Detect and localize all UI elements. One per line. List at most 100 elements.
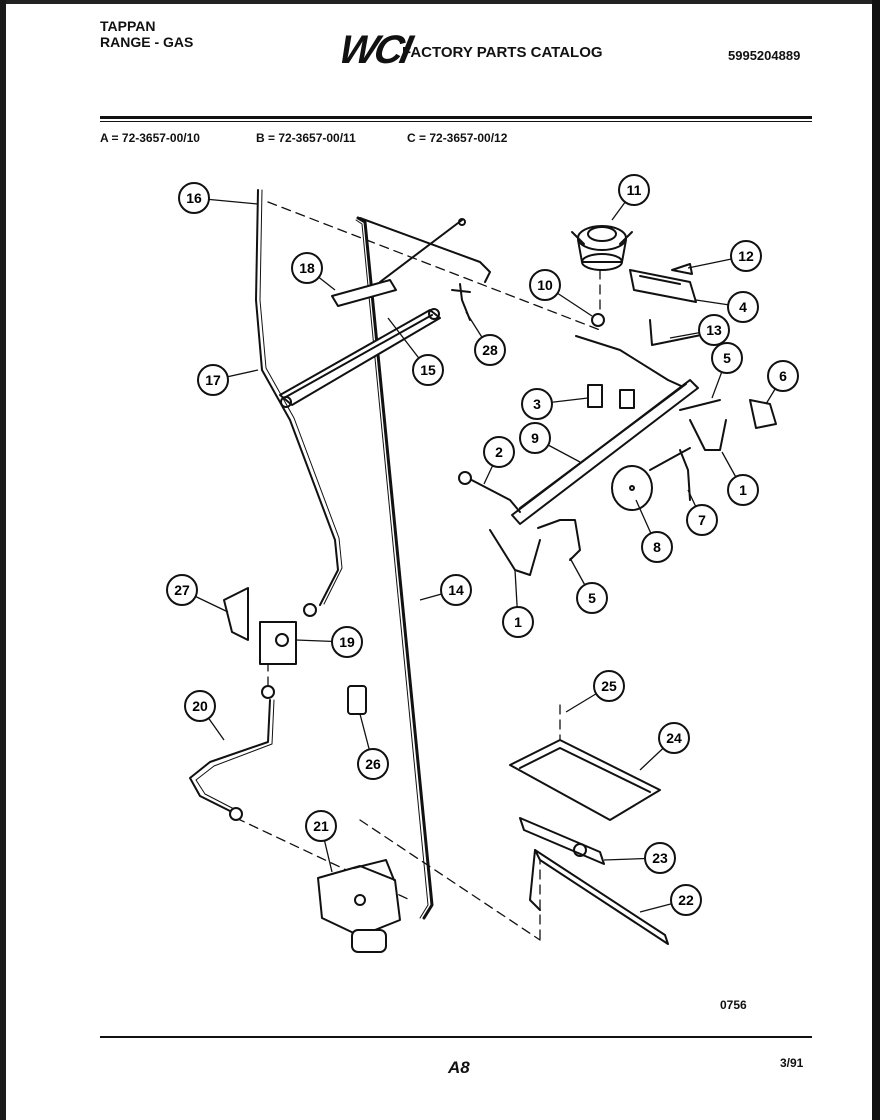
callout-number: 11 bbox=[627, 182, 642, 198]
callout-circle bbox=[529, 269, 561, 301]
callout-circle bbox=[178, 182, 210, 214]
part-3-valve bbox=[587, 384, 635, 409]
callout-number: 15 bbox=[420, 362, 436, 378]
callout-16: 16 bbox=[178, 182, 259, 214]
callout-11: 11 bbox=[611, 174, 650, 221]
callout-circle bbox=[644, 842, 676, 874]
part-20-tube bbox=[189, 699, 271, 813]
callout-4: 4 bbox=[695, 291, 759, 323]
callout-circle bbox=[641, 531, 673, 563]
callout-18: 18 bbox=[291, 252, 336, 291]
callout-circle bbox=[357, 748, 389, 780]
callout-circle bbox=[166, 574, 198, 606]
callout-5: 5 bbox=[711, 342, 743, 399]
part-26-plug bbox=[347, 685, 367, 715]
callout-21: 21 bbox=[305, 810, 337, 873]
callout-number: 5 bbox=[723, 350, 731, 366]
part-2-tube bbox=[461, 474, 521, 513]
brand-block: TAPPAN RANGE - GAS bbox=[100, 18, 193, 50]
header-rule-thin bbox=[100, 121, 812, 122]
part-12-screw bbox=[671, 263, 693, 275]
callout-circle bbox=[474, 334, 506, 366]
callout-number: 7 bbox=[698, 512, 706, 528]
part-6-clip bbox=[749, 399, 777, 429]
callout-number: 13 bbox=[706, 322, 722, 338]
part-23-burner bbox=[519, 817, 605, 865]
callout-circle bbox=[711, 342, 743, 374]
catalog-title: FACTORY PARTS CATALOG bbox=[402, 44, 603, 61]
callout-1: 1 bbox=[721, 451, 759, 506]
callout-8: 8 bbox=[635, 499, 673, 563]
part-17-tube bbox=[255, 189, 339, 606]
callout-number: 1 bbox=[514, 614, 522, 630]
part-13-tube bbox=[575, 319, 707, 391]
callout-circle bbox=[686, 504, 718, 536]
callout-circle bbox=[291, 252, 323, 284]
callout-number: 2 bbox=[495, 444, 503, 460]
callout-15: 15 bbox=[387, 317, 444, 386]
callout-number: 27 bbox=[174, 582, 190, 598]
callout-number: 17 bbox=[205, 372, 221, 388]
part-15-bracket bbox=[279, 308, 441, 408]
callout-circle bbox=[730, 240, 762, 272]
part-1-tube-lower bbox=[489, 529, 541, 576]
callout-28: 28 bbox=[465, 311, 506, 366]
part-8-disc bbox=[611, 447, 691, 511]
callout-12: 12 bbox=[687, 240, 762, 272]
callout-number: 5 bbox=[588, 590, 596, 606]
callout-number: 8 bbox=[653, 539, 661, 555]
part-7-tube bbox=[679, 449, 691, 501]
model-b: B = 72-3657-00/11 bbox=[256, 131, 356, 145]
callout-circle bbox=[576, 582, 608, 614]
callout-number: 25 bbox=[601, 678, 617, 694]
callout-circle bbox=[331, 626, 363, 658]
scan-border-left bbox=[0, 0, 6, 1120]
callout-group: 1618111210413281517563921781514271925202… bbox=[166, 174, 799, 916]
callout-circle bbox=[483, 436, 515, 468]
part-22-burner-tube bbox=[529, 849, 669, 945]
callout-number: 23 bbox=[652, 850, 668, 866]
callout-circle bbox=[412, 354, 444, 386]
callout-number: 28 bbox=[482, 342, 498, 358]
callout-circle bbox=[658, 722, 690, 754]
callout-24: 24 bbox=[639, 722, 690, 771]
callout-7: 7 bbox=[686, 489, 718, 536]
callout-number: 12 bbox=[738, 248, 754, 264]
callout-circle bbox=[502, 606, 534, 638]
callout-circle bbox=[440, 574, 472, 606]
product-type: RANGE - GAS bbox=[100, 34, 194, 50]
callout-27: 27 bbox=[166, 574, 229, 613]
callout-number: 20 bbox=[192, 698, 208, 714]
callout-number: 14 bbox=[448, 582, 464, 598]
drawing-code: 0756 bbox=[720, 998, 747, 1012]
callout-circle bbox=[727, 474, 759, 506]
part-1-tube-upper bbox=[689, 419, 727, 451]
callout-20: 20 bbox=[184, 690, 225, 741]
part-21-regulator bbox=[317, 859, 401, 953]
callout-circle bbox=[727, 291, 759, 323]
callout-23: 23 bbox=[603, 842, 676, 874]
scan-border-top bbox=[0, 0, 880, 4]
catalog-number: 5995204889 bbox=[728, 48, 801, 63]
part-10-orifice bbox=[591, 313, 605, 327]
part-9-manifold bbox=[511, 379, 699, 525]
page-number: A8 bbox=[448, 1058, 470, 1077]
callout-number: 9 bbox=[531, 430, 539, 446]
callout-10: 10 bbox=[529, 269, 593, 317]
brand-name: TAPPAN bbox=[100, 18, 156, 34]
model-c: C = 72-3657-00/12 bbox=[407, 131, 508, 145]
callout-number: 4 bbox=[739, 299, 747, 315]
revision-date: 3/91 bbox=[780, 1056, 804, 1070]
callout-number: 19 bbox=[339, 634, 355, 650]
callout-6: 6 bbox=[765, 360, 799, 405]
callout-number: 6 bbox=[779, 368, 787, 384]
callout-number: 22 bbox=[678, 892, 694, 908]
callout-14: 14 bbox=[419, 574, 472, 606]
part-19-switch bbox=[259, 621, 297, 665]
callout-circle bbox=[305, 810, 337, 842]
part-5-fitting-lower bbox=[537, 519, 581, 561]
callout-2: 2 bbox=[483, 436, 515, 485]
part-4-bracket bbox=[629, 269, 697, 303]
model-a: A = 72-3657-00/10 bbox=[100, 131, 200, 145]
